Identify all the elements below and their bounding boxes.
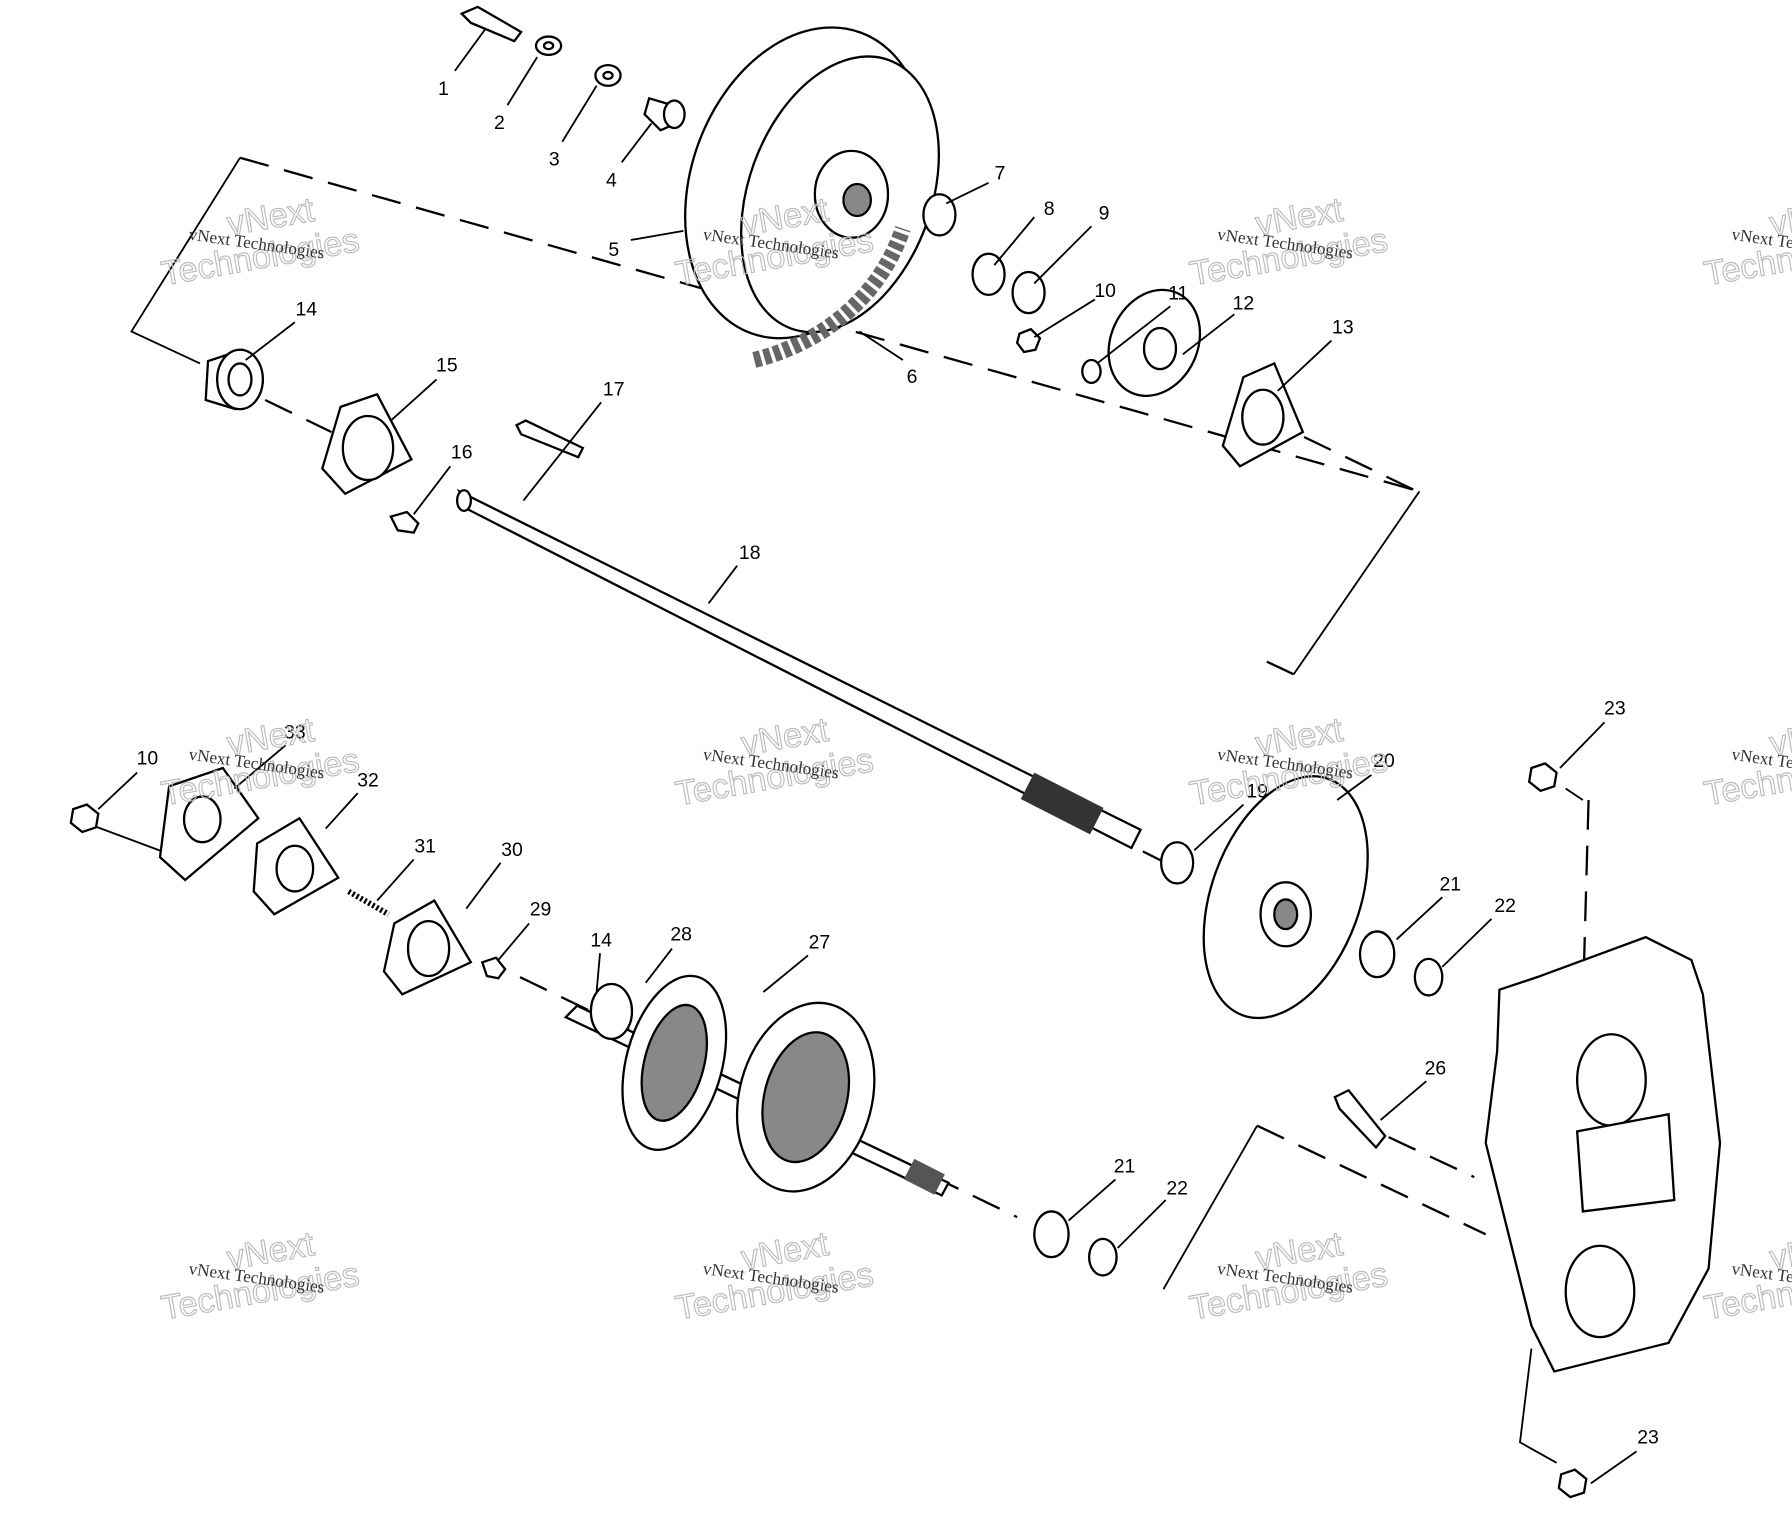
part-oring-8 — [971, 252, 1006, 296]
part-bearing-flange-15 — [321, 392, 413, 496]
callout-20: 20 — [1373, 750, 1395, 772]
part-bearing-14 — [204, 348, 265, 411]
callout-11: 11 — [1168, 282, 1188, 304]
callout-labels: 1 2 3 4 5 6 7 8 9 10 11 12 13 14 15 16 1… — [137, 78, 1659, 1449]
callout-18: 18 — [739, 542, 761, 564]
callout-19: 19 — [1246, 781, 1268, 803]
callout-14b: 14 — [590, 929, 612, 951]
callout-9: 9 — [1099, 202, 1110, 224]
part-bearing-flange-30 — [382, 899, 473, 996]
part-washer-2 — [534, 35, 563, 56]
part-oring-19 — [1160, 841, 1195, 885]
callout-22b: 22 — [1166, 1177, 1188, 1199]
callout-2: 2 — [494, 112, 505, 134]
part-key-17 — [515, 419, 585, 459]
callout-29: 29 — [530, 898, 552, 920]
callout-16: 16 — [451, 441, 473, 463]
callout-3: 3 — [549, 149, 560, 171]
part-nut-10 — [1015, 327, 1042, 354]
callout-8: 8 — [1044, 198, 1055, 220]
part-nut-23 — [1527, 762, 1558, 793]
callout-10: 10 — [1094, 280, 1116, 302]
callout-23: 23 — [1604, 697, 1626, 719]
part-bolt-16 — [389, 510, 420, 534]
part-chaincase-housing — [1484, 935, 1722, 1373]
callout-28: 28 — [670, 924, 692, 946]
part-nut-10b — [69, 803, 100, 834]
part-brake-disc-20 — [1202, 775, 1369, 1020]
callout-7: 7 — [995, 162, 1006, 184]
callout-30: 30 — [501, 839, 523, 861]
part-bolt-29 — [480, 956, 507, 980]
callout-31: 31 — [414, 836, 436, 858]
part-bushing-4 — [643, 96, 686, 132]
callout-13: 13 — [1332, 317, 1354, 339]
callout-27: 27 — [809, 932, 831, 954]
callout-15: 15 — [436, 354, 458, 376]
part-washer-11 — [1081, 358, 1102, 384]
callout-10b: 10 — [137, 748, 159, 770]
callout-5: 5 — [608, 239, 619, 261]
part-gasket-32 — [252, 816, 340, 916]
callout-4: 4 — [606, 169, 617, 191]
part-bolt-26 — [1333, 1088, 1387, 1150]
part-bearing-21b — [1033, 1210, 1070, 1259]
callout-14: 14 — [295, 298, 317, 320]
part-bearing-21 — [1358, 930, 1396, 979]
callout-22: 22 — [1494, 895, 1516, 917]
callout-33: 33 — [284, 721, 306, 743]
part-sprocket-5 — [684, 26, 940, 340]
part-bearing-cap-33 — [158, 766, 260, 882]
callout-26: 26 — [1425, 1057, 1447, 1079]
callout-23b: 23 — [1637, 1426, 1659, 1448]
callout-1: 1 — [438, 78, 449, 100]
part-collar-28 — [589, 982, 634, 1040]
part-nut-23b — [1557, 1468, 1588, 1499]
callout-21b: 21 — [1114, 1156, 1136, 1178]
part-drive-sprocket-assembly-27 — [563, 974, 951, 1197]
callout-6: 6 — [907, 366, 918, 388]
part-bearing-flange-13 — [1221, 361, 1305, 468]
part-chain-6 — [752, 225, 911, 368]
part-seal-22b — [1088, 1237, 1118, 1277]
part-plate-12 — [1107, 288, 1202, 397]
callout-32: 32 — [357, 769, 379, 791]
part-washer-3 — [594, 64, 622, 87]
part-bolt-1 — [459, 5, 523, 43]
leader-lines — [97, 28, 1638, 1485]
callout-21: 21 — [1439, 873, 1461, 895]
part-oring-7 — [922, 193, 957, 237]
callout-12: 12 — [1233, 293, 1255, 315]
callout-17: 17 — [603, 378, 625, 400]
part-seal-22 — [1413, 957, 1444, 997]
part-pin-31 — [347, 888, 390, 917]
part-shaft-18 — [456, 488, 1143, 850]
